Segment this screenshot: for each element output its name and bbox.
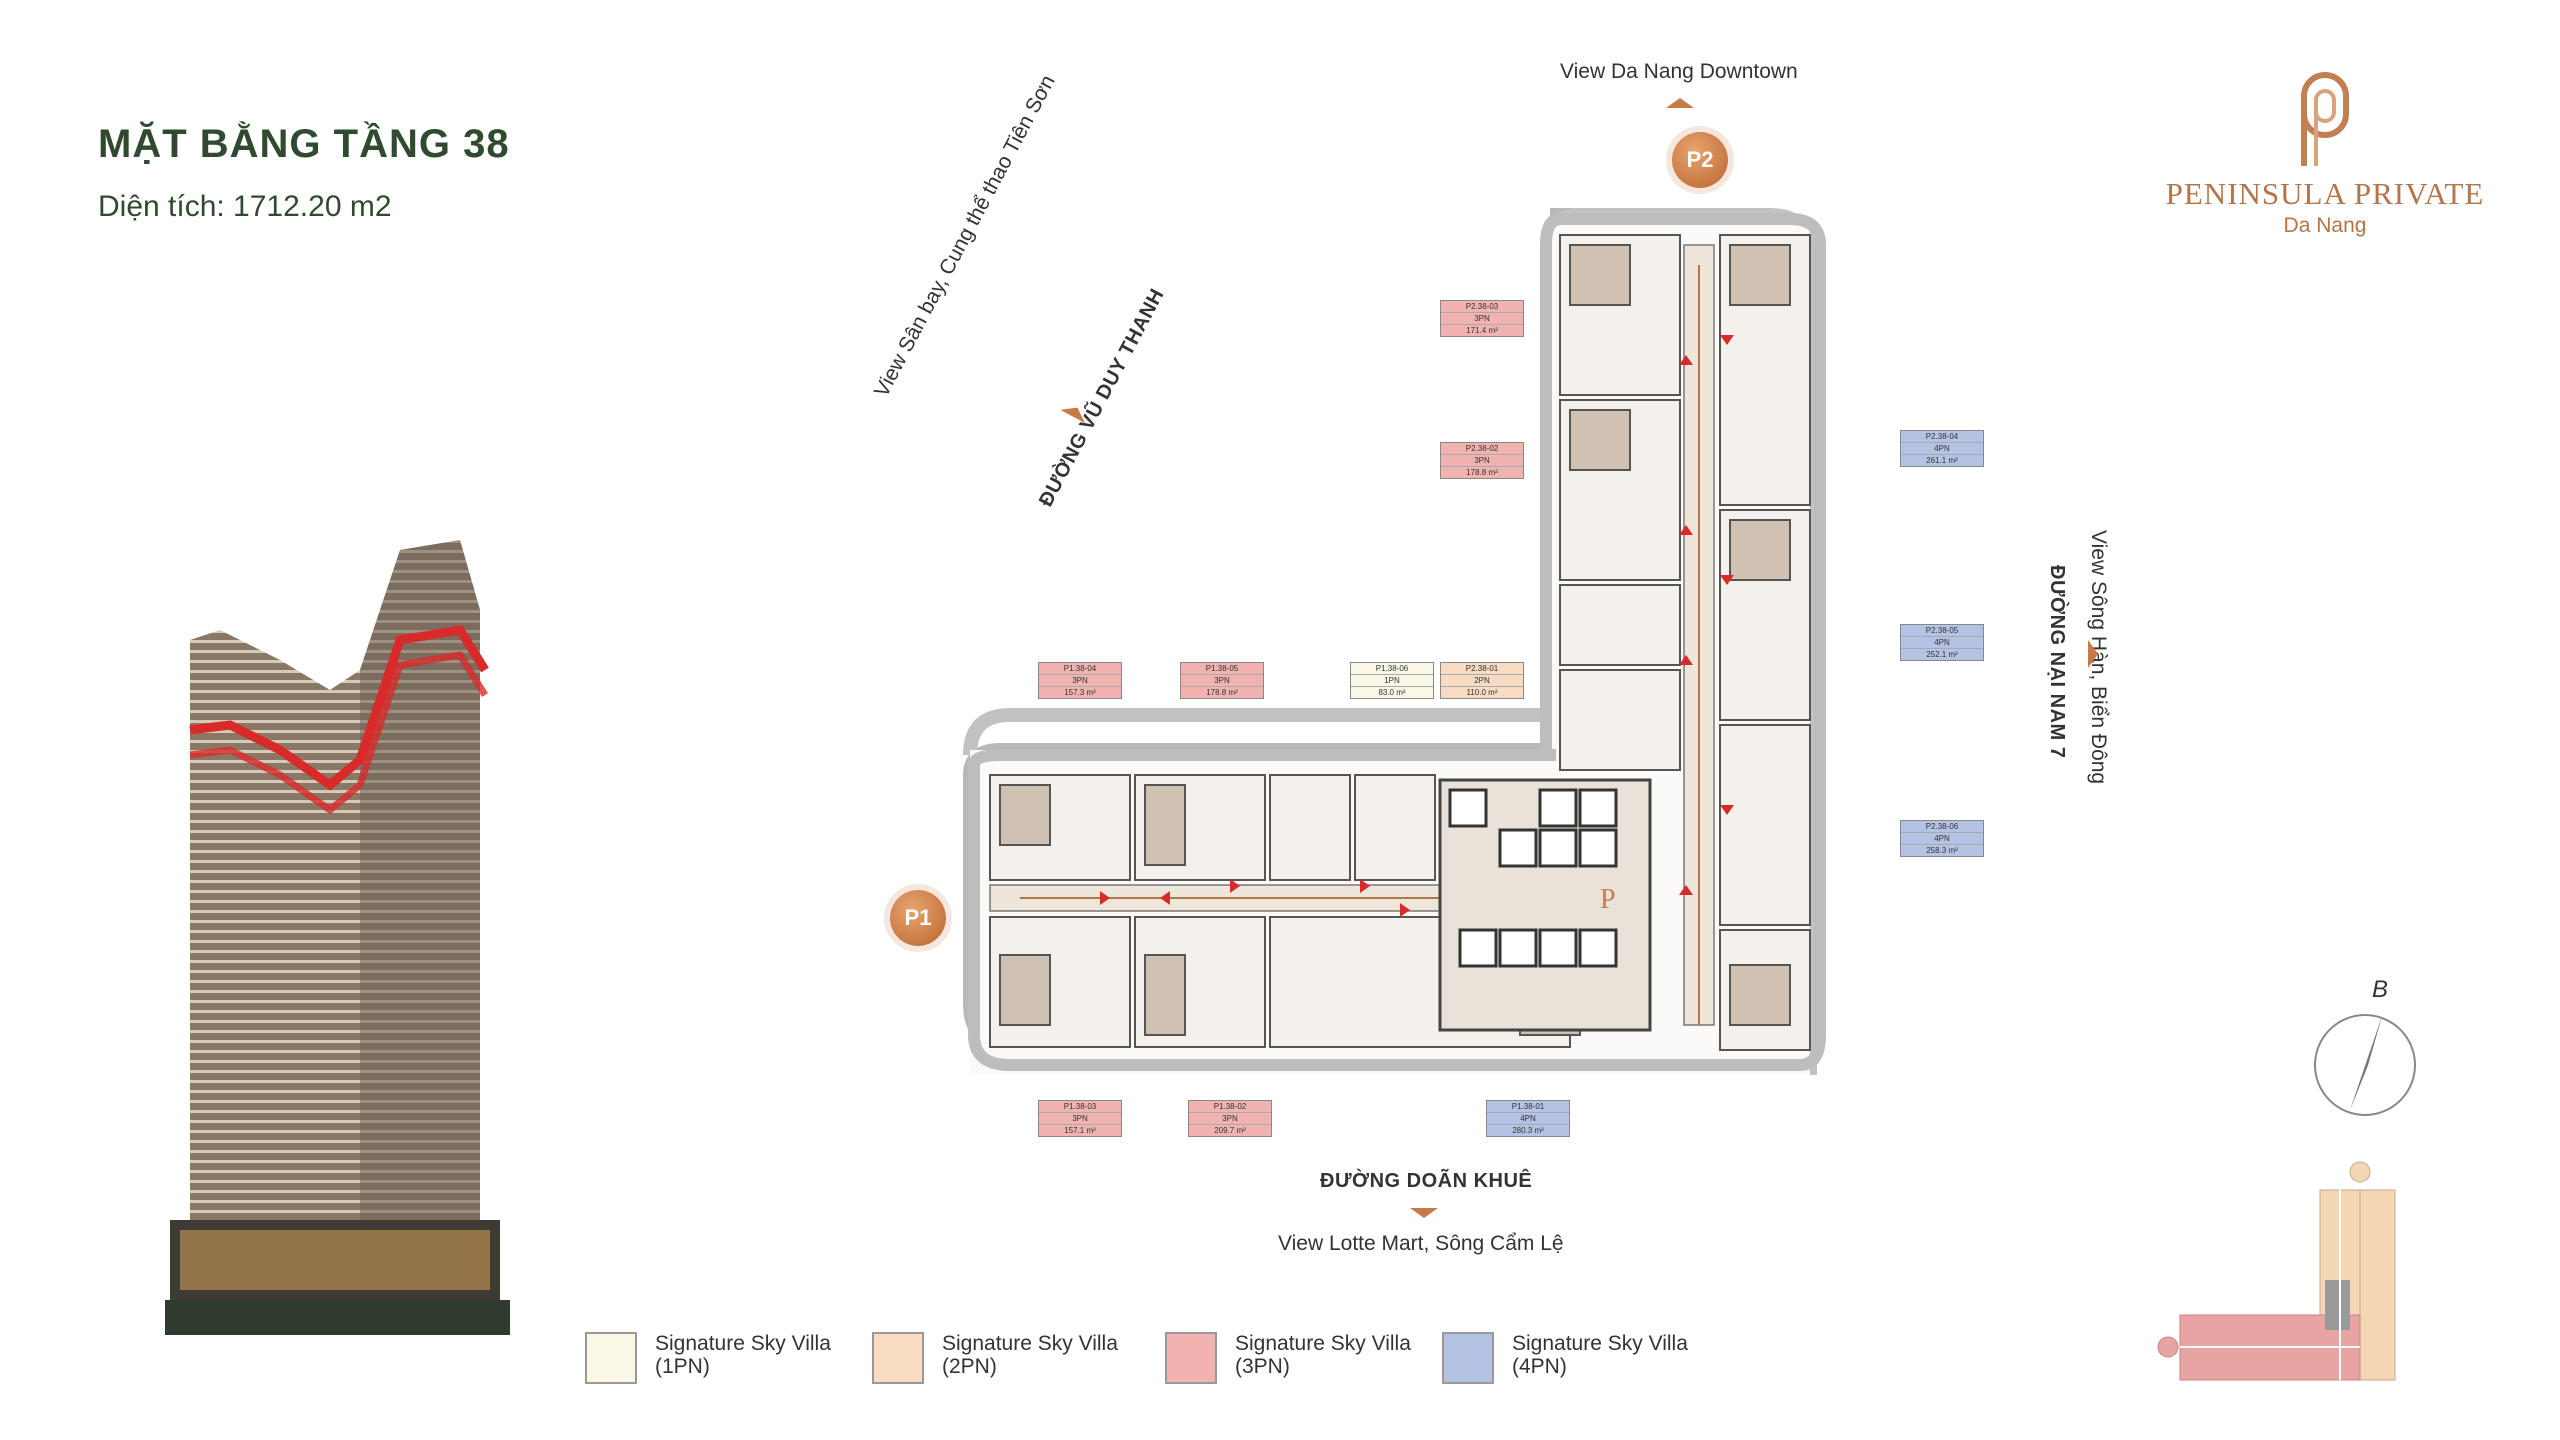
legend-swatch [1165, 1332, 1217, 1384]
legend-swatch [872, 1332, 924, 1384]
logo-city: Da Nang [2283, 214, 2367, 237]
p1-marker: P1 [890, 890, 946, 946]
legend-item-3pn: Signature Sky Villa(3PN) [1165, 1332, 1411, 1384]
compass-icon [2314, 1014, 2416, 1116]
street-right-label: ĐƯỜNG NẠI NAM 7 [2046, 565, 2068, 759]
legend-swatch [1442, 1332, 1494, 1384]
legend-swatch [585, 1332, 637, 1384]
svg-text:P: P [1600, 884, 1616, 915]
logo-name: PENINSULA PRIVATE [2165, 176, 2485, 211]
floor-plan-diagram: P [963, 208, 1826, 1075]
view-bottom-label: View Lotte Mart, Sông Cẩm Lệ [1278, 1232, 1564, 1255]
direction-arrow-up-icon [1666, 98, 1694, 108]
street-bottom-label: ĐƯỜNG DOÃN KHUÊ [1320, 1170, 1533, 1192]
legend-item-2pn: Signature Sky Villa(2PN) [872, 1332, 1118, 1384]
compass-north-label: B [2372, 976, 2389, 1003]
p2-marker: P2 [1672, 132, 1728, 188]
page-title: MẶT BẰNG TẦNG 38 [98, 122, 510, 166]
view-top-label: View Da Nang Downtown [1560, 60, 1798, 83]
peninsula-p-logo-icon [2301, 72, 2349, 166]
legend-item-4pn: Signature Sky Villa(4PN) [1442, 1332, 1688, 1384]
legend-item-1pn: Signature Sky Villa(1PN) [585, 1332, 831, 1384]
key-plan-map [2157, 1161, 2396, 1381]
direction-arrow-right-icon [2088, 640, 2098, 668]
floor-area: Diện tích: 1712.20 m2 [98, 190, 392, 223]
tower-rendering-image [165, 540, 510, 1335]
direction-arrow-down-icon [1410, 1208, 1438, 1218]
